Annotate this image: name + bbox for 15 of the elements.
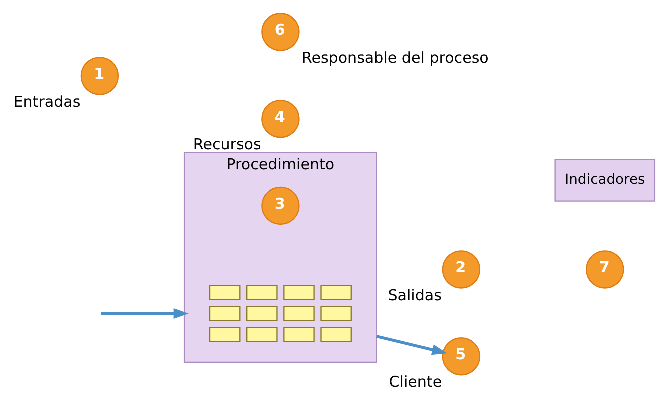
node-circle: 5 bbox=[442, 337, 481, 376]
node-circle: 6 bbox=[262, 13, 300, 52]
node-circle: 2 bbox=[442, 250, 481, 289]
node-circle: 1 bbox=[80, 57, 120, 96]
node-circle: 7 bbox=[586, 250, 624, 289]
arrow bbox=[376, 335, 448, 356]
node-label: Recursos bbox=[193, 136, 262, 154]
node-label: Responsable del proceso bbox=[302, 48, 489, 67]
arrow bbox=[101, 308, 189, 320]
node-circle: 4 bbox=[262, 100, 300, 138]
node-label: Salidas bbox=[388, 286, 442, 304]
node-circle: 3 bbox=[262, 186, 300, 226]
node-box: Indicadores bbox=[554, 159, 656, 202]
node-label: Entradas bbox=[14, 92, 81, 111]
node-label: Cliente bbox=[389, 373, 442, 392]
